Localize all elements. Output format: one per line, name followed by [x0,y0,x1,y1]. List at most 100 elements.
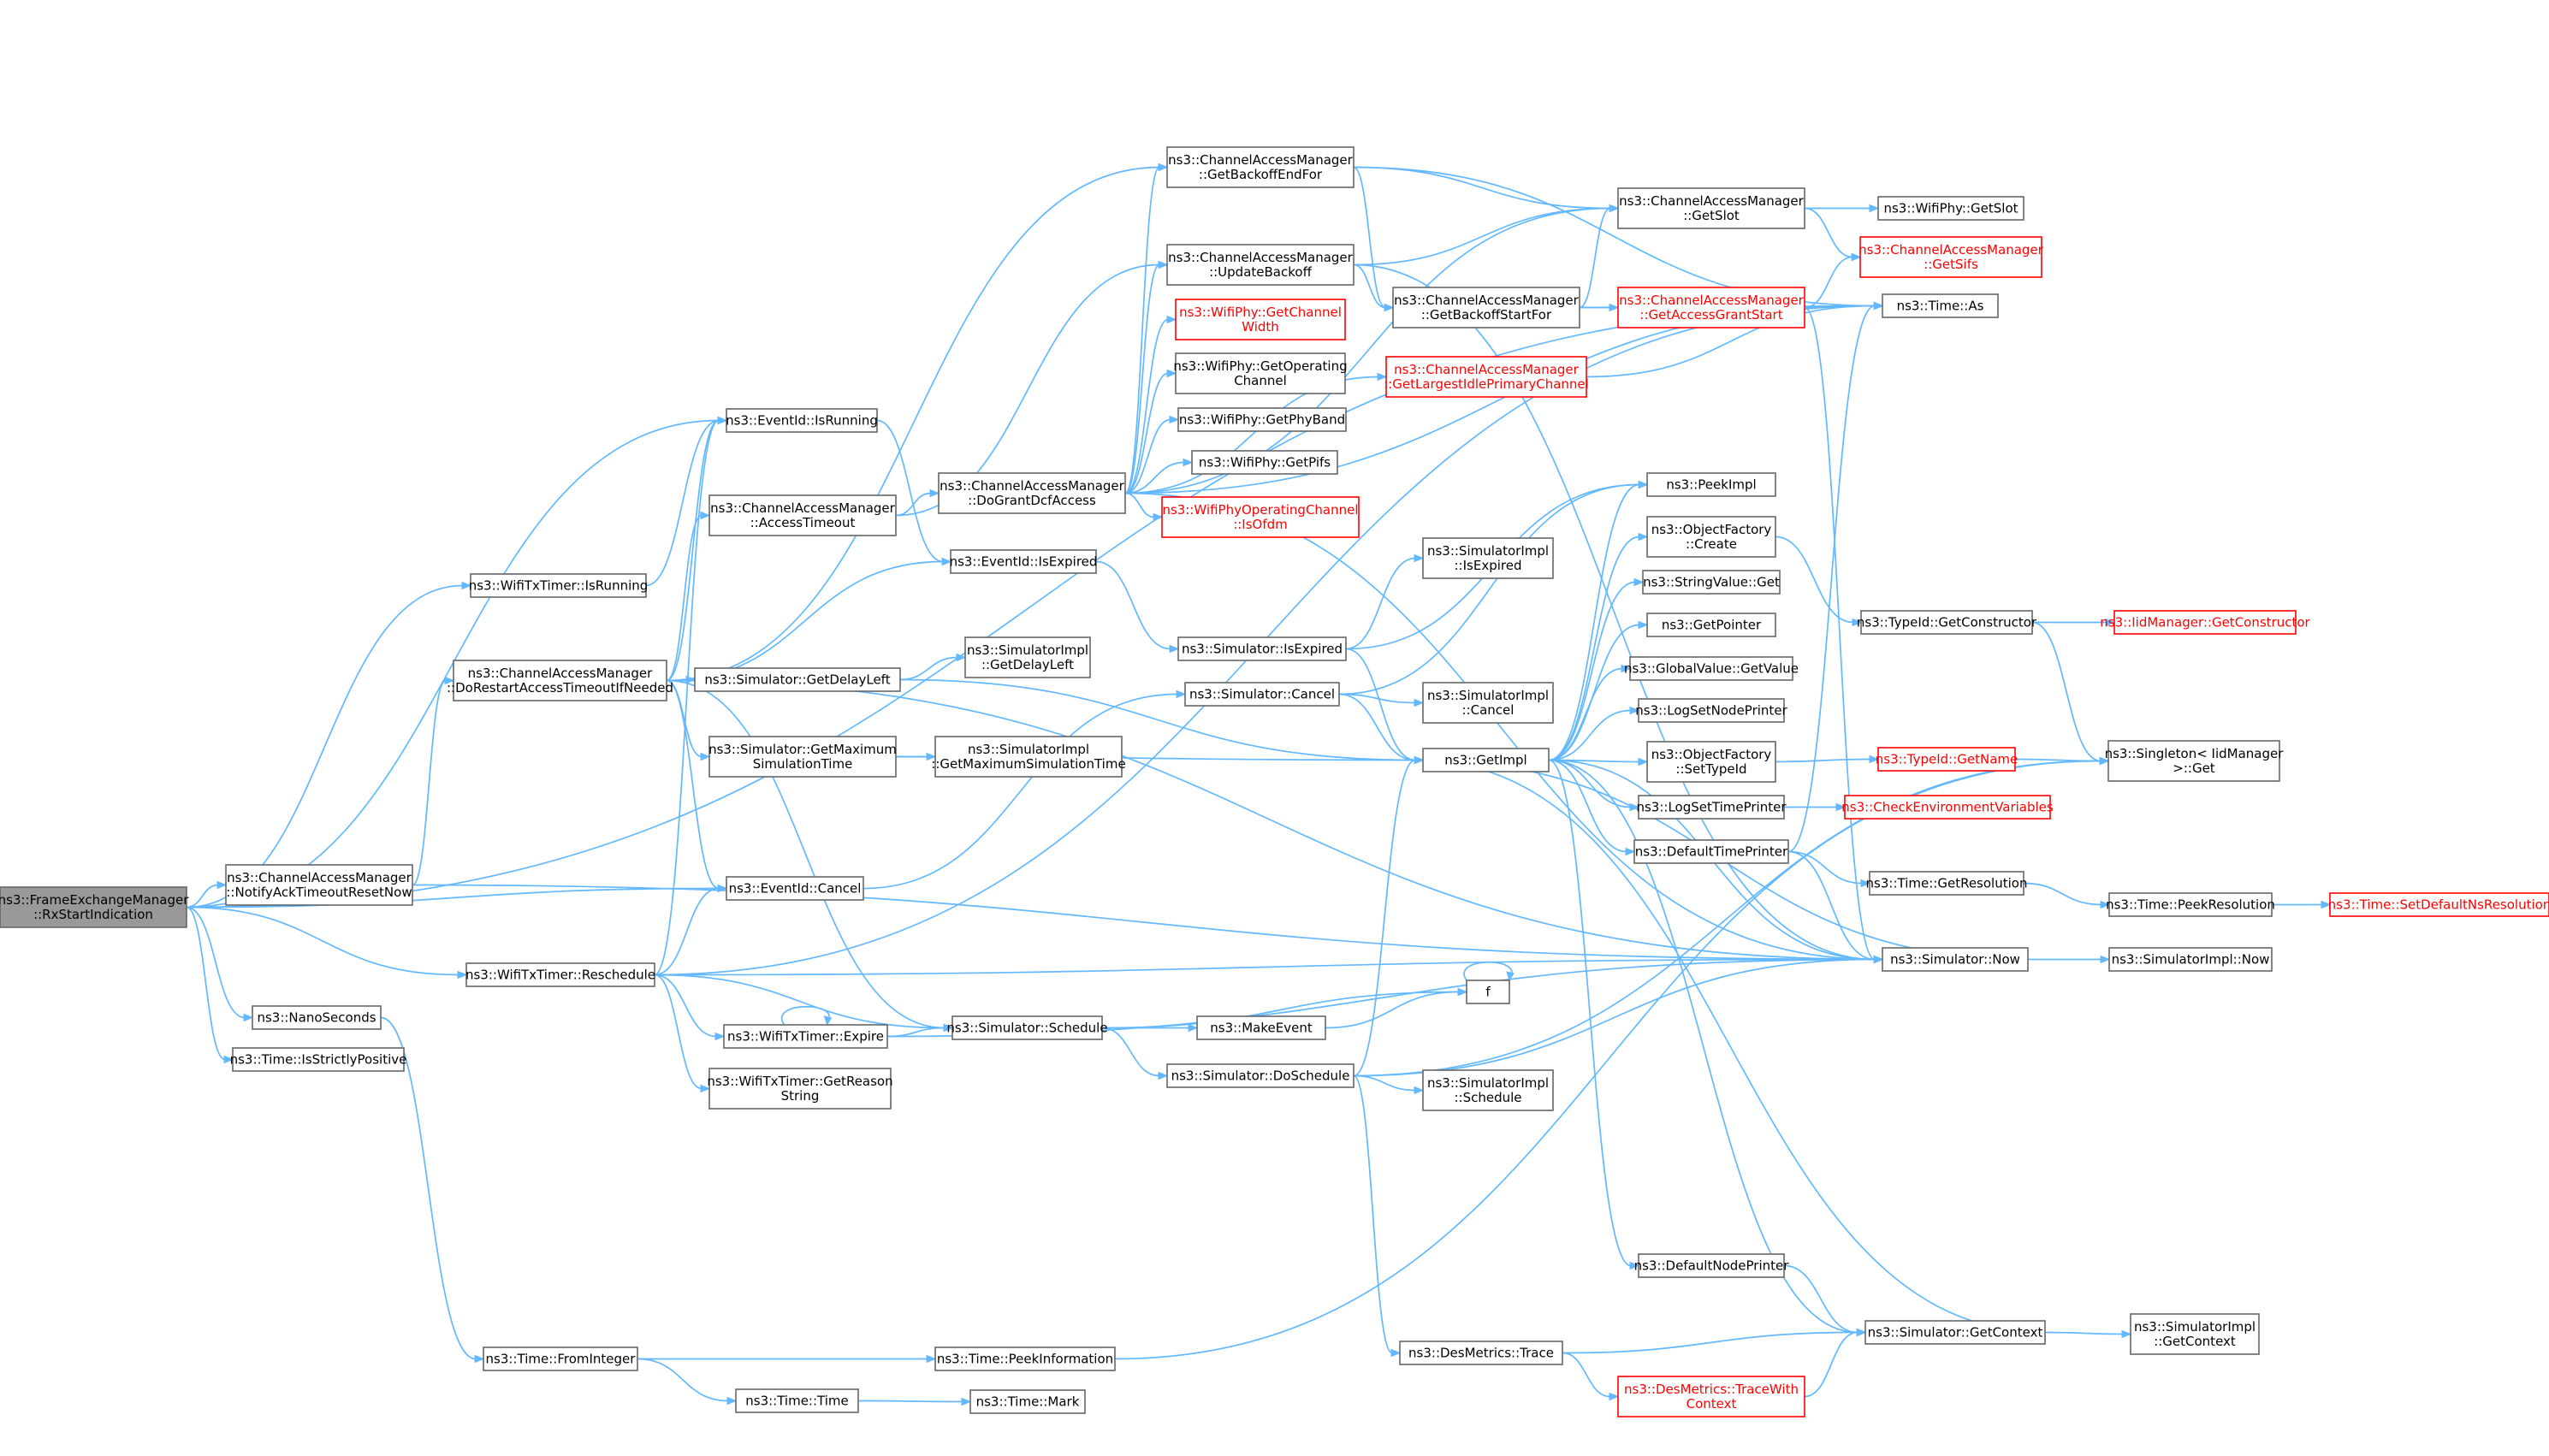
node-makeEvent[interactable]: ns3::MakeEvent [1196,1015,1326,1040]
node-strGet[interactable]: ns3::StringValue::Get [1642,570,1781,595]
node-f[interactable]: f [1466,980,1510,1004]
edge-traceWithCtx-to-getContext [1804,1331,1858,1398]
node-box [453,660,667,701]
node-getDelayLeft[interactable]: ns3::Simulator::GetDelayLeft [694,667,901,692]
node-checkEnv[interactable]: ns3::CheckEnvironmentVariables [1841,795,2054,820]
node-peekInfo[interactable]: ns3::Time::PeekInformation [934,1347,1116,1371]
node-doGrant[interactable]: ns3::ChannelAccessManager::DoGrantDcfAcc… [938,472,1126,514]
edge-root-to-reschedule [186,906,459,976]
node-evCancel[interactable]: ns3::EventId::Cancel [726,876,864,901]
node-implNow[interactable]: ns3::SimulatorImpl::Now [2108,947,2273,972]
node-logTimePrinter[interactable]: ns3::LogSetTimePrinter [1636,795,1787,820]
node-getMaxSim[interactable]: ns3::Simulator::GetMaximumSimulationTime [708,736,897,778]
node-label: ns3::FrameExchangeManager [0,892,189,908]
node-peekImpl[interactable]: ns3::PeekImpl [1646,472,1776,497]
node-defTimePrinter[interactable]: ns3::DefaultTimePrinter [1633,839,1789,864]
node-phyGetSlot[interactable]: ns3::WifiPhy::GetSlot [1877,196,2024,221]
node-desTrace[interactable]: ns3::DesMetrics::Trace [1399,1341,1563,1365]
node-getBackoffEnd[interactable]: ns3::ChannelAccessManager::GetBackoffEnd… [1166,146,1355,188]
node-box [1166,1063,1355,1088]
node-getAccessGrant[interactable]: ns3::ChannelAccessManager::GetAccessGran… [1617,287,1805,328]
node-isStrictlyPos[interactable]: ns3::Time::IsStrictlyPositive [230,1047,407,1072]
node-root[interactable]: ns3::FrameExchangeManager::RxStartIndica… [0,886,189,928]
node-box [2108,892,2273,917]
node-implSchedule[interactable]: ns3::SimulatorImpl::Schedule [1422,1069,1554,1111]
edge-doSchedule-to-singletonGet [1353,760,2101,1077]
node-simNow[interactable]: ns3::Simulator::Now [1882,947,2029,972]
node-doSchedule[interactable]: ns3::Simulator::DoSchedule [1166,1063,1355,1088]
node-getName[interactable]: ns3::TypeId::GetName [1876,747,2018,772]
node-doRestart[interactable]: ns3::ChannelAccessManager::DoRestartAcce… [447,660,673,701]
node-schedule[interactable]: ns3::Simulator::Schedule [946,1015,1108,1040]
edge-doSchedule-to-simNow [1353,958,1876,1077]
node-notifyAck[interactable]: ns3::ChannelAccessManager::NotifyAckTime… [225,864,413,906]
node-simCancel[interactable]: ns3::Simulator::Cancel [1184,682,1340,707]
node-box [1422,537,1554,579]
node-peekResolution[interactable]: ns3::Time::PeekResolution [2106,892,2275,917]
node-box [708,1068,892,1110]
node-box [1633,839,1789,864]
node-getPhyBand[interactable]: ns3::WifiPhy::GetPhyBand [1177,407,1347,432]
node-timeTime[interactable]: ns3::Time::Time [735,1388,859,1413]
node-nanoSec[interactable]: ns3::NanoSeconds [252,1005,382,1030]
edge-getAccessGrant-to-timeAs [1804,305,1876,309]
node-getResolution[interactable]: ns3::Time::GetResolution [1866,871,2028,896]
node-getBackoffStart[interactable]: ns3::ChannelAccessManager::GetBackoffSta… [1392,287,1580,328]
node-label: ns3::CheckEnvironmentVariables [1841,800,2054,815]
node-label: ns3::WifiTxTimer::GetReason [707,1074,892,1089]
node-getConstructor[interactable]: ns3::TypeId::GetConstructor [1857,610,2037,635]
node-getImpl[interactable]: ns3::GetImpl [1422,748,1550,772]
node-reschedule[interactable]: ns3::WifiTxTimer::Reschedule [465,962,655,987]
node-getLargestIdle[interactable]: ns3::ChannelAccessManager::GetLargestIdl… [1384,356,1589,398]
edge-arrowhead [461,581,472,590]
node-objCreate[interactable]: ns3::ObjectFactory::Create [1646,516,1776,558]
node-getSlot[interactable]: ns3::ChannelAccessManager::GetSlot [1617,187,1805,229]
node-evIsRunning[interactable]: ns3::EventId::IsRunning [726,408,878,433]
node-isOfdm[interactable]: ns3::WifiPhyOperatingChannel::IsOfdm [1161,496,1360,538]
node-getPointer[interactable]: ns3::GetPointer [1646,613,1776,637]
node-logNodePrinter[interactable]: ns3::LogSetNodePrinter [1635,698,1788,723]
node-fromInteger[interactable]: ns3::Time::FromInteger [483,1347,638,1371]
node-timeMark[interactable]: ns3::Time::Mark [969,1389,1086,1414]
edge-arrowhead [1377,372,1388,382]
node-label: ns3::ChannelAccessManager [1168,152,1353,168]
node-txIsRunning[interactable]: ns3::WifiTxTimer::IsRunning [469,573,649,598]
node-label: ns3::Simulator::Now [1890,952,2020,968]
node-getSifs[interactable]: ns3::ChannelAccessManager::GetSifs [1858,236,2044,278]
edge-arrowhead [1188,1023,1199,1033]
node-label: ns3::Simulator::DoSchedule [1171,1068,1350,1084]
node-updateBackoff[interactable]: ns3::ChannelAccessManager::UpdateBackoff [1166,244,1355,286]
node-getPifs[interactable]: ns3::WifiPhy::GetPifs [1191,450,1338,475]
node-setDefaultNs[interactable]: ns3::Time::SetDefaultNsResolution [2328,892,2549,917]
edge-arrowhead [926,1354,937,1364]
node-implGetContext[interactable]: ns3::SimulatorImpl::GetContext [2130,1313,2260,1355]
node-evIsExpired[interactable]: ns3::EventId::IsExpired [950,549,1098,574]
node-accessTimeout[interactable]: ns3::ChannelAccessManager::AccessTimeout [708,494,897,536]
node-getContext[interactable]: ns3::Simulator::GetContext [1864,1320,2046,1345]
node-setTypeId[interactable]: ns3::ObjectFactory::SetTypeId [1646,741,1776,783]
edge-doGrant-to-getSlot [1124,207,1611,494]
node-label: ns3::Time::SetDefaultNsResolution [2328,897,2549,913]
node-implDelayLeft[interactable]: ns3::SimulatorImpl::GetDelayLeft [964,636,1091,678]
node-label: ns3::ChannelAccessManager [468,666,653,681]
node-simIsExpired[interactable]: ns3::Simulator::IsExpired [1177,636,1347,661]
node-label: ns3::LogSetTimePrinter [1636,800,1787,815]
node-implIsExpired[interactable]: ns3::SimulatorImpl::IsExpired [1422,537,1554,579]
node-defNodePrinter[interactable]: ns3::DefaultNodePrinter [1634,1253,1790,1278]
node-box [726,408,878,433]
node-implCancel[interactable]: ns3::SimulatorImpl::Cancel [1422,682,1554,724]
edge-arrowhead [1638,532,1649,542]
node-timeAs[interactable]: ns3::Time::As [1882,293,1999,318]
edge-nanoSec-to-fromInteger [380,1016,477,1360]
node-globalGet[interactable]: ns3::GlobalValue::GetValue [1624,656,1799,681]
node-singletonGet[interactable]: ns3::Singleton< IidManager>::Get [2105,740,2285,782]
node-box [2130,1313,2260,1355]
node-expire[interactable]: ns3::WifiTxTimer::Expire [723,1024,888,1049]
node-iidGetConstructor[interactable]: ns3::IidManager::GetConstructor [2100,610,2311,635]
node-implMaxSim[interactable]: ns3::SimulatorImpl::GetMaximumSimulation… [931,736,1126,778]
edge-notifyAck-to-simNow [412,884,1876,961]
